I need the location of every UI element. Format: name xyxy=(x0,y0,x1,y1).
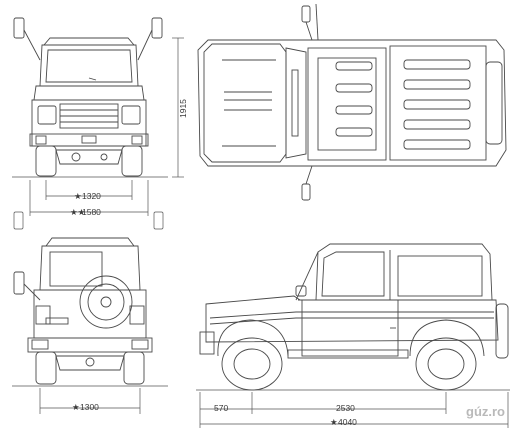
rear-dimension-lines xyxy=(12,385,168,414)
front-width-stars: ★★ xyxy=(70,207,86,217)
front-track-label: 1320 xyxy=(82,191,101,201)
side-view xyxy=(199,243,509,391)
front-track-star: ★ xyxy=(74,191,82,201)
side-length-star: ★ xyxy=(330,417,338,427)
side-overhang-label: 570 xyxy=(214,403,228,413)
rear-view xyxy=(13,237,153,385)
front-height-label: 1915 xyxy=(178,99,188,118)
side-wheelbase-label: 2530 xyxy=(336,403,355,413)
front-view xyxy=(13,17,163,177)
rear-track-star: ★ xyxy=(72,402,80,412)
side-dimension-lines xyxy=(196,389,510,428)
rear-track-label: 1300 xyxy=(80,402,99,412)
side-length-label: 4040 xyxy=(338,417,357,427)
watermark: gúz.ro xyxy=(466,404,505,419)
front-width-label: 1580 xyxy=(82,207,101,217)
front-dimension-lines xyxy=(12,37,184,230)
top-view xyxy=(197,3,507,201)
